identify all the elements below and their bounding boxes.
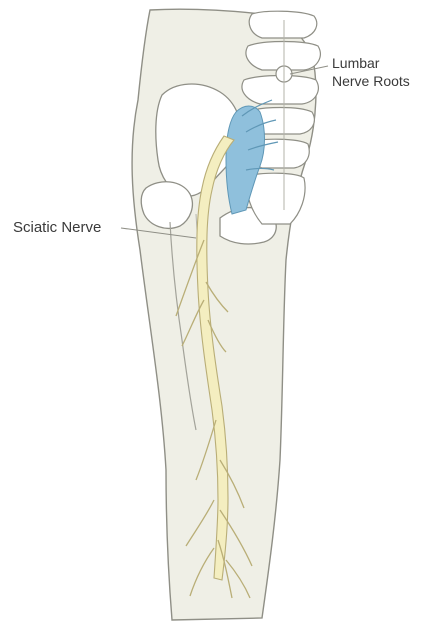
lumbar-label-line1: Lumbar <box>332 54 410 72</box>
lumbar-label-line2: Nerve Roots <box>332 72 410 90</box>
sciatic-nerve-label: Sciatic Nerve <box>13 219 101 237</box>
lumbar-nerve-roots-label: Lumbar Nerve Roots <box>332 54 410 90</box>
femoral-head <box>141 182 192 229</box>
